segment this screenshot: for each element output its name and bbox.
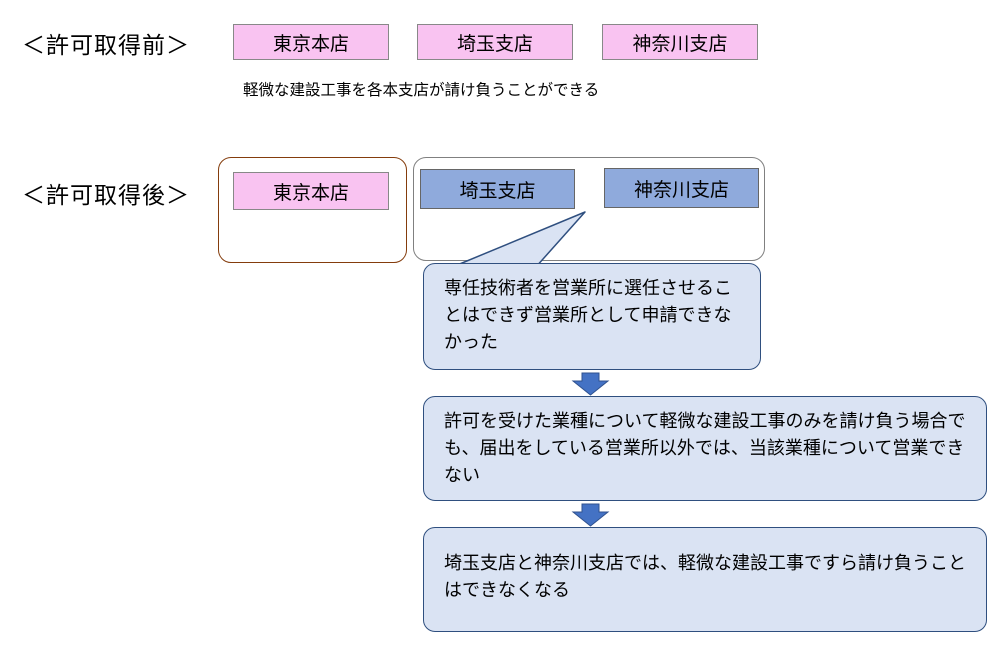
after-branch-kanagawa: 神奈川支店 xyxy=(604,168,759,208)
head-office-outline xyxy=(218,157,407,263)
before-branch-kanagawa: 神奈川支店 xyxy=(602,24,758,60)
branch-group-outline xyxy=(413,157,765,261)
after-heading: ＜許可取得後＞ xyxy=(22,183,190,209)
flow-step-3: 埼玉支店と神奈川支店では、軽微な建設工事ですら請け負うことはできなくなる xyxy=(423,527,987,632)
before-branch-saitama: 埼玉支店 xyxy=(417,24,573,60)
flow-step-1-text: 専任技術者を営業所に選任させることはできず営業所として申請できなかった xyxy=(444,278,732,353)
after-branch-saitama: 埼玉支店 xyxy=(420,169,575,209)
flow-step-2-text: 許可を受けた業種について軽微な建設工事のみを請け負う場合でも、届出をしている営業… xyxy=(444,411,966,486)
flow-step-3-text: 埼玉支店と神奈川支店では、軽微な建設工事ですら請け負うことはできなくなる xyxy=(444,553,966,601)
before-note: 軽微な建設工事を各本支店が請け負うことができる xyxy=(243,81,600,99)
after-branch-tokyo: 東京本店 xyxy=(233,172,389,210)
before-branch-tokyo: 東京本店 xyxy=(233,24,389,60)
flow-step-2: 許可を受けた業種について軽微な建設工事のみを請け負う場合でも、届出をしている営業… xyxy=(423,396,987,501)
before-heading: ＜許可取得前＞ xyxy=(22,33,190,59)
flow-step-1: 専任技術者を営業所に選任させることはできず営業所として申請できなかった xyxy=(423,263,761,370)
